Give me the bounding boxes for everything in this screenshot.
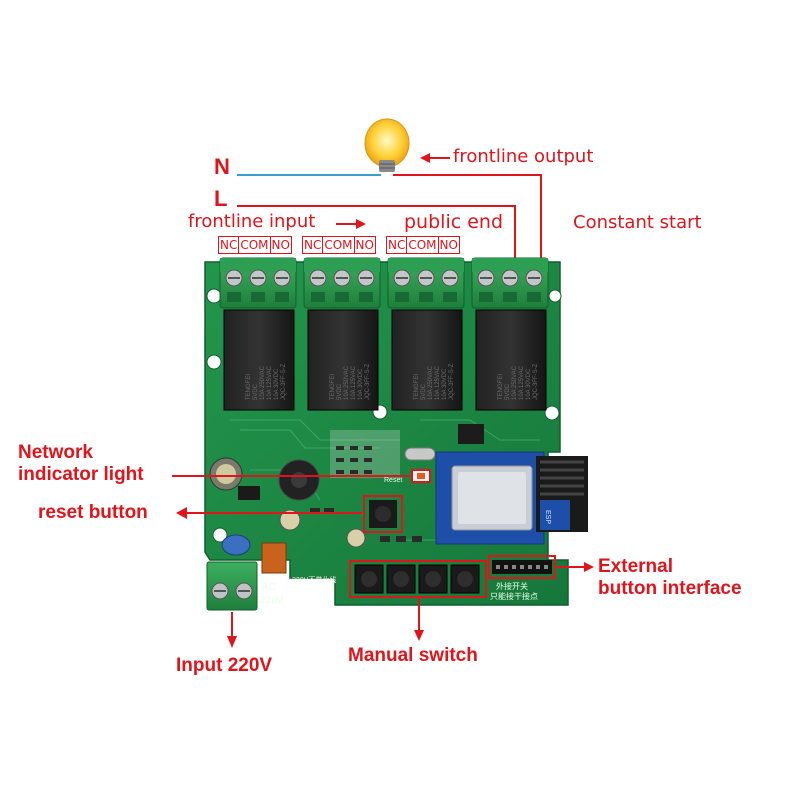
terminal-labels-1: NC COM NO [218,236,292,254]
ic-chip-1 [458,424,484,444]
terminal-blocks [219,257,549,309]
label-n: N [214,154,230,179]
callout-input [227,612,237,648]
terminal-block [471,257,549,309]
external-header [488,555,556,579]
terminal-block [303,257,381,309]
terminal-label: COM [324,237,355,253]
ac-silk-voltage: 220V [260,595,284,606]
relay-text: 5VDC [421,383,427,400]
fuse-resistor [261,542,287,574]
light-bulb-icon [364,118,410,172]
relay-text: 10A 125VAC [267,365,273,400]
relay-text: JQC-3FF-S-Z [365,363,371,400]
label-l: L [214,186,228,211]
callout-manual [414,598,424,641]
relay-text: JQC-3FF-S-Z [449,363,455,400]
relay-text: 5VDC [337,383,343,400]
network-led [411,469,431,483]
relay-text: 10A 30VDC [274,368,280,400]
ac-silk: AC [262,582,276,593]
label-network-indicator: Network indicator light [18,442,144,485]
relay-text: 10A 250VAC [428,365,434,400]
varistor [221,534,251,556]
terminal-label: NC [220,237,240,253]
relay-text: 10A 250VAC [344,365,350,400]
relay-text: TENGFEI [330,374,336,400]
relay-text: TENGFEI [498,374,504,400]
terminal-block [219,257,297,309]
terminal-label: NO [355,238,374,252]
relay-text: TENGFEI [414,374,420,400]
callout-external [557,562,594,572]
ac-note-silk: 220V不带此线 [292,575,336,584]
label-external-button-interface: External button interface [598,556,742,599]
label-frontline-output: frontline output [453,146,594,167]
rf-antenna-module [536,456,588,532]
label-frontline-input: frontline input [188,211,316,232]
ext-silk-line1: 外接开关 [496,581,528,591]
relay-text: 10A 250VAC [260,365,266,400]
reset-silk: Reset [384,477,402,484]
relay-text: 10A 250VAC [512,365,518,400]
terminal-label: NC [388,237,408,253]
ext-silk-line2: 只能接干接点 [490,591,538,601]
capacitor-small [279,509,366,548]
terminal-labels-2: NC COM NO [302,236,376,254]
manual-switches [354,564,480,594]
terminal-label: NC [304,237,324,253]
callout-reset [176,507,362,519]
manual-switch-button [354,564,384,594]
module-silk: ESP [544,510,551,524]
terminal-label: NO [439,238,458,252]
terminal-label: COM [408,237,439,253]
manual-switch-button [386,564,416,594]
reset-button-part [363,495,403,533]
label-constant-start: Constant start [573,212,702,233]
label-input-220v: Input 220V [176,655,273,676]
manual-switch-button [418,564,448,594]
relay-text: JQC-3FF-S-Z [281,363,287,400]
label-manual-switch: Manual switch [348,645,478,666]
capacitor-black [278,459,320,501]
manual-switch-button [450,564,480,594]
relay-text: JQC-3FF-S-Z [533,363,539,400]
relay-text: 10A 125VAC [519,365,525,400]
terminal-label: COM [240,237,271,253]
frontline-output-arrow [420,153,450,163]
terminal-label: NO [271,238,290,252]
relay-text: 5VDC [253,383,259,400]
wifi-module [435,451,545,545]
relay-text: 10A 30VDC [442,368,448,400]
relay-text: 10A 30VDC [526,368,532,400]
output-wire [393,174,542,268]
terminal-block [387,257,465,309]
frontline-input-arrow [336,219,366,229]
input-terminal-block [206,561,258,611]
relay-text: TENGFEI [246,374,252,400]
relay-text: 10A 125VAC [351,365,357,400]
relay-text: 10A 125VAC [435,365,441,400]
capacitor-large [209,457,243,491]
live-wire [237,205,516,268]
smd-components [310,430,422,542]
crystal [404,447,436,461]
manual-switch-frame [349,560,487,598]
label-public-end: public end [404,211,503,233]
relay-text: 10A 30VDC [358,368,364,400]
inductor [238,486,260,500]
terminal-labels-3: NC COM NO [386,236,460,254]
label-reset-button: reset button [38,502,148,523]
relay-text: 5VDC [505,383,511,400]
